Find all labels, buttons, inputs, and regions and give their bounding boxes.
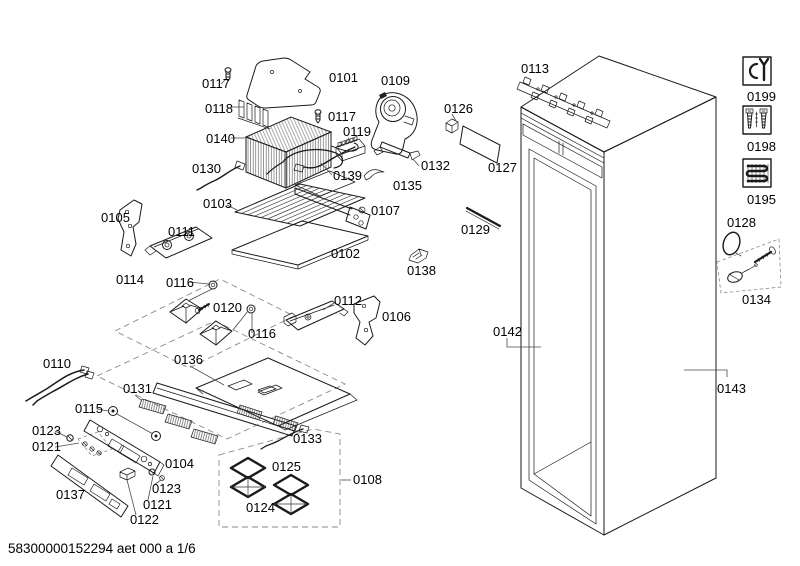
part-0119-terminal-block-drawing — [335, 136, 366, 162]
part-label-0130: 0130 — [192, 161, 221, 176]
part-label-0120: 0120 — [213, 300, 242, 315]
part-label-0136: 0136 — [174, 352, 203, 367]
part-label-0111: 0111 — [168, 224, 195, 239]
screws-icon — [742, 105, 772, 135]
part-0126-clip-drawing — [445, 118, 459, 134]
part-label-0123b: 0123 — [152, 481, 181, 496]
part-0118-fins-drawing — [237, 99, 271, 130]
part-label-0118: 0118 — [205, 101, 233, 116]
part-label-0106: 0106 — [382, 309, 411, 324]
part-label-0112: 0112 — [334, 293, 362, 308]
part-label-0143: 0143 — [717, 381, 746, 396]
part-0137-fascia-drawing — [50, 454, 129, 518]
part-label-0121b: 0121 — [143, 497, 172, 512]
part-0122-button-drawing — [119, 467, 136, 481]
part-label-0125: 0125 — [272, 459, 301, 474]
part-label-0121: 0121 — [32, 439, 61, 454]
part-label-0124: 0124 — [246, 500, 275, 515]
part-0120-screw-drawing — [194, 303, 210, 314]
part-label-0117b: 0117 — [328, 109, 356, 124]
part-label-0115: 0115 — [75, 401, 103, 416]
part-label-0114: 0114 — [116, 272, 144, 287]
part-label-0102: 0102 — [331, 246, 360, 261]
part-label-0103: 0103 — [203, 196, 232, 211]
part-label-0104: 0104 — [165, 456, 194, 471]
part-label-0137: 0137 — [56, 487, 85, 502]
part-0107-bracket-drawing — [294, 170, 371, 230]
part-label-0109: 0109 — [381, 73, 410, 88]
kit-0108-dashed-box — [218, 428, 341, 528]
part-label-0199: 0199 — [747, 89, 776, 104]
part-label-0132: 0132 — [421, 158, 450, 173]
part-label-0195: 0195 — [747, 192, 776, 207]
part-label-0119: 0119 — [343, 124, 371, 139]
part-0105-bracket-drawing — [117, 199, 143, 257]
tools-icon — [742, 56, 772, 86]
part-0127-panel-drawing — [459, 125, 501, 164]
cabinet-drawing — [520, 55, 717, 536]
part-label-0117: 0117 — [202, 76, 230, 91]
part-label-0108: 0108 — [353, 472, 382, 487]
part-label-0113: 0113 — [521, 61, 549, 76]
part-label-0138: 0138 — [407, 263, 436, 278]
part-0140-evaporator-drawing — [244, 116, 359, 189]
part-0110-harness-drawing — [25, 365, 95, 406]
part-0136-support-tray-drawing — [152, 357, 358, 437]
heater-coil-icon — [742, 158, 772, 188]
part-label-0134: 0134 — [742, 292, 771, 307]
part-0128-clamp-ring-drawing — [722, 231, 742, 257]
part-0102-shelf-drawing — [231, 220, 369, 270]
part-0115-grommets-drawing — [108, 406, 161, 441]
part-0109-fan-drawing — [370, 92, 418, 155]
part-label-0131: 0131 — [123, 381, 152, 396]
part-0131-vent-pads-drawing — [138, 398, 219, 445]
kit-0134-dashed-box — [716, 238, 782, 294]
part-label-0128: 0128 — [727, 215, 756, 230]
part-0138-clip-drawing — [408, 248, 429, 264]
part-0139-wire-drawing — [293, 146, 356, 173]
part-0134-kit-drawing — [727, 246, 776, 283]
part-label-0135: 0135 — [393, 178, 422, 193]
part-0106-bracket-drawing — [353, 295, 381, 346]
part-0104-control-panel-drawing — [83, 419, 165, 477]
part-0133-wire-drawing — [260, 424, 310, 450]
part-labels: 0117 0101 0109 0118 0117 0126 0140 0119 … — [32, 61, 776, 527]
part-label-0116b: 0116 — [248, 326, 276, 341]
part-label-0105: 0105 — [101, 210, 130, 225]
part-0135-bracket-drawing — [363, 169, 385, 181]
part-label-0133: 0133 — [293, 431, 322, 446]
part-label-0107: 0107 — [371, 203, 400, 218]
part-label-0123: 0123 — [32, 423, 61, 438]
part-0130-wire-drawing — [196, 160, 246, 191]
part-0121-fasteners-drawing — [82, 441, 165, 481]
part-label-0122: 0122 — [130, 512, 159, 527]
part-0125-gaskets-drawing — [229, 456, 310, 516]
part-0103-evap-shelf-drawing — [234, 183, 366, 227]
part-label-0126: 0126 — [444, 101, 473, 116]
part-0129-strip-drawing — [465, 206, 502, 230]
part-label-0127: 0127 — [488, 160, 517, 175]
exploded-level-guides — [77, 238, 782, 528]
part-label-0139: 0139 — [333, 168, 362, 183]
part-0117-screw-drawing — [224, 67, 322, 124]
part-0113-top-rail-drawing — [516, 76, 611, 129]
part-0132-duct-drawing — [373, 141, 421, 161]
part-label-0129: 0129 — [461, 222, 490, 237]
kit-0121-dashed-box — [77, 431, 113, 457]
part-label-0101: 0101 — [329, 70, 358, 85]
part-label-0110: 0110 — [43, 356, 71, 371]
part-0123-screws-drawing — [66, 434, 156, 476]
document-number: 58300000152294 aet 000 a 1/6 — [8, 541, 196, 556]
part-label-0142: 0142 — [493, 324, 522, 339]
part-label-0140: 0140 — [206, 131, 235, 146]
part-label-0116: 0116 — [166, 275, 194, 290]
part-label-0198: 0198 — [747, 139, 776, 154]
leader-lines — [54, 78, 728, 516]
part-0101-cover-drawing — [246, 57, 321, 109]
part-0111-bracket-drawing — [144, 226, 213, 259]
